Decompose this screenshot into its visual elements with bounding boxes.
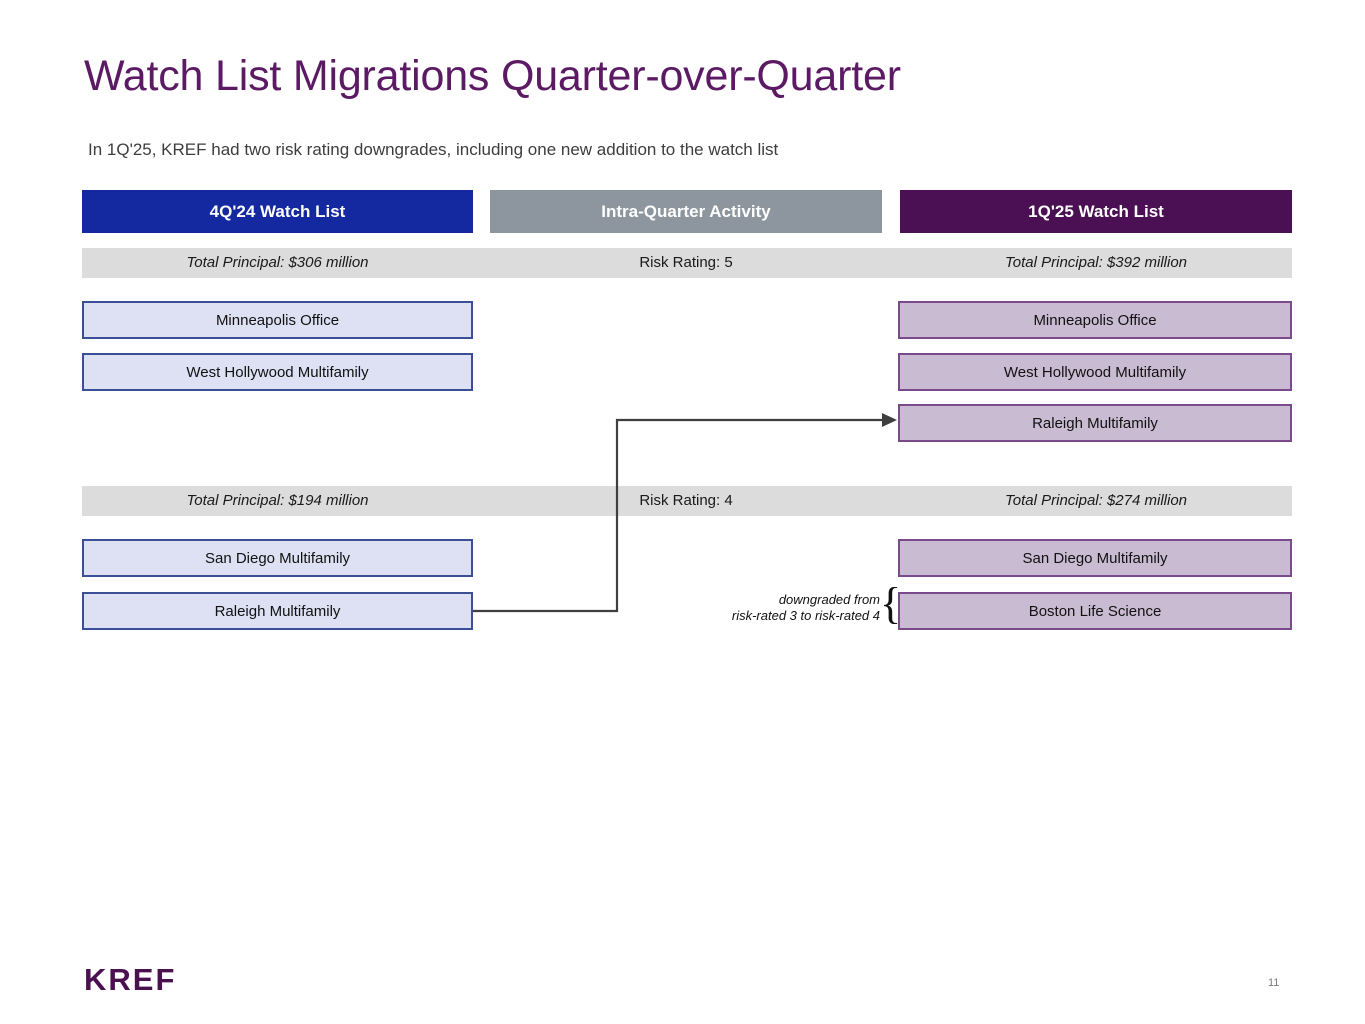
watch-list-item-current-r4-0[interactable]: San Diego Multifamily <box>898 539 1292 577</box>
downgrade-annotation-line-2: risk-rated 3 to risk-rated 4 <box>731 608 880 624</box>
connector-arrowhead <box>882 413 897 427</box>
band-total-principal-current-r4: Total Principal: $274 million <box>1004 492 1188 509</box>
downgrade-annotation-line-1: downgraded from <box>778 592 880 607</box>
column-header-current-quarter: 1Q'25 Watch List <box>900 190 1292 233</box>
band-total-principal-prior-r5: Total Principal: $306 million <box>186 254 369 271</box>
page-title: Watch List Migrations Quarter-over-Quart… <box>84 52 901 100</box>
downgrade-annotation: downgraded from risk-rated 3 to risk-rat… <box>660 592 880 625</box>
column-header-intra-quarter-activity: Intra-Quarter Activity <box>490 190 882 233</box>
band-total-principal-prior-r4: Total Principal: $194 million <box>186 492 369 509</box>
watch-list-item-prior-r5-1[interactable]: West Hollywood Multifamily <box>82 353 473 391</box>
column-header-prior-quarter: 4Q'24 Watch List <box>82 190 473 233</box>
watch-list-item-current-r5-2[interactable]: Raleigh Multifamily <box>898 404 1292 442</box>
watch-list-item-current-r5-0[interactable]: Minneapolis Office <box>898 301 1292 339</box>
watch-list-item-current-r4-1[interactable]: Boston Life Science <box>898 592 1292 630</box>
curly-brace-icon: { <box>880 579 902 628</box>
page-number: 11 <box>1268 977 1280 989</box>
principal-band-risk-rating-4: Total Principal: $194 million Risk Ratin… <box>82 486 1292 516</box>
watch-list-item-prior-r4-1[interactable]: Raleigh Multifamily <box>82 592 473 630</box>
band-risk-rating-label-r4: Risk Rating: 4 <box>639 492 733 509</box>
watch-list-item-prior-r5-0[interactable]: Minneapolis Office <box>82 301 473 339</box>
kref-logo: KREF <box>84 962 177 997</box>
principal-band-risk-rating-5: Total Principal: $306 million Risk Ratin… <box>82 248 1292 278</box>
band-total-principal-current-r5: Total Principal: $392 million <box>1004 254 1188 271</box>
watch-list-item-current-r5-1[interactable]: West Hollywood Multifamily <box>898 353 1292 391</box>
page-subtitle: In 1Q'25, KREF had two risk rating downg… <box>88 140 779 159</box>
band-risk-rating-label-r5: Risk Rating: 5 <box>639 254 733 271</box>
watch-list-item-prior-r4-0[interactable]: San Diego Multifamily <box>82 539 473 577</box>
